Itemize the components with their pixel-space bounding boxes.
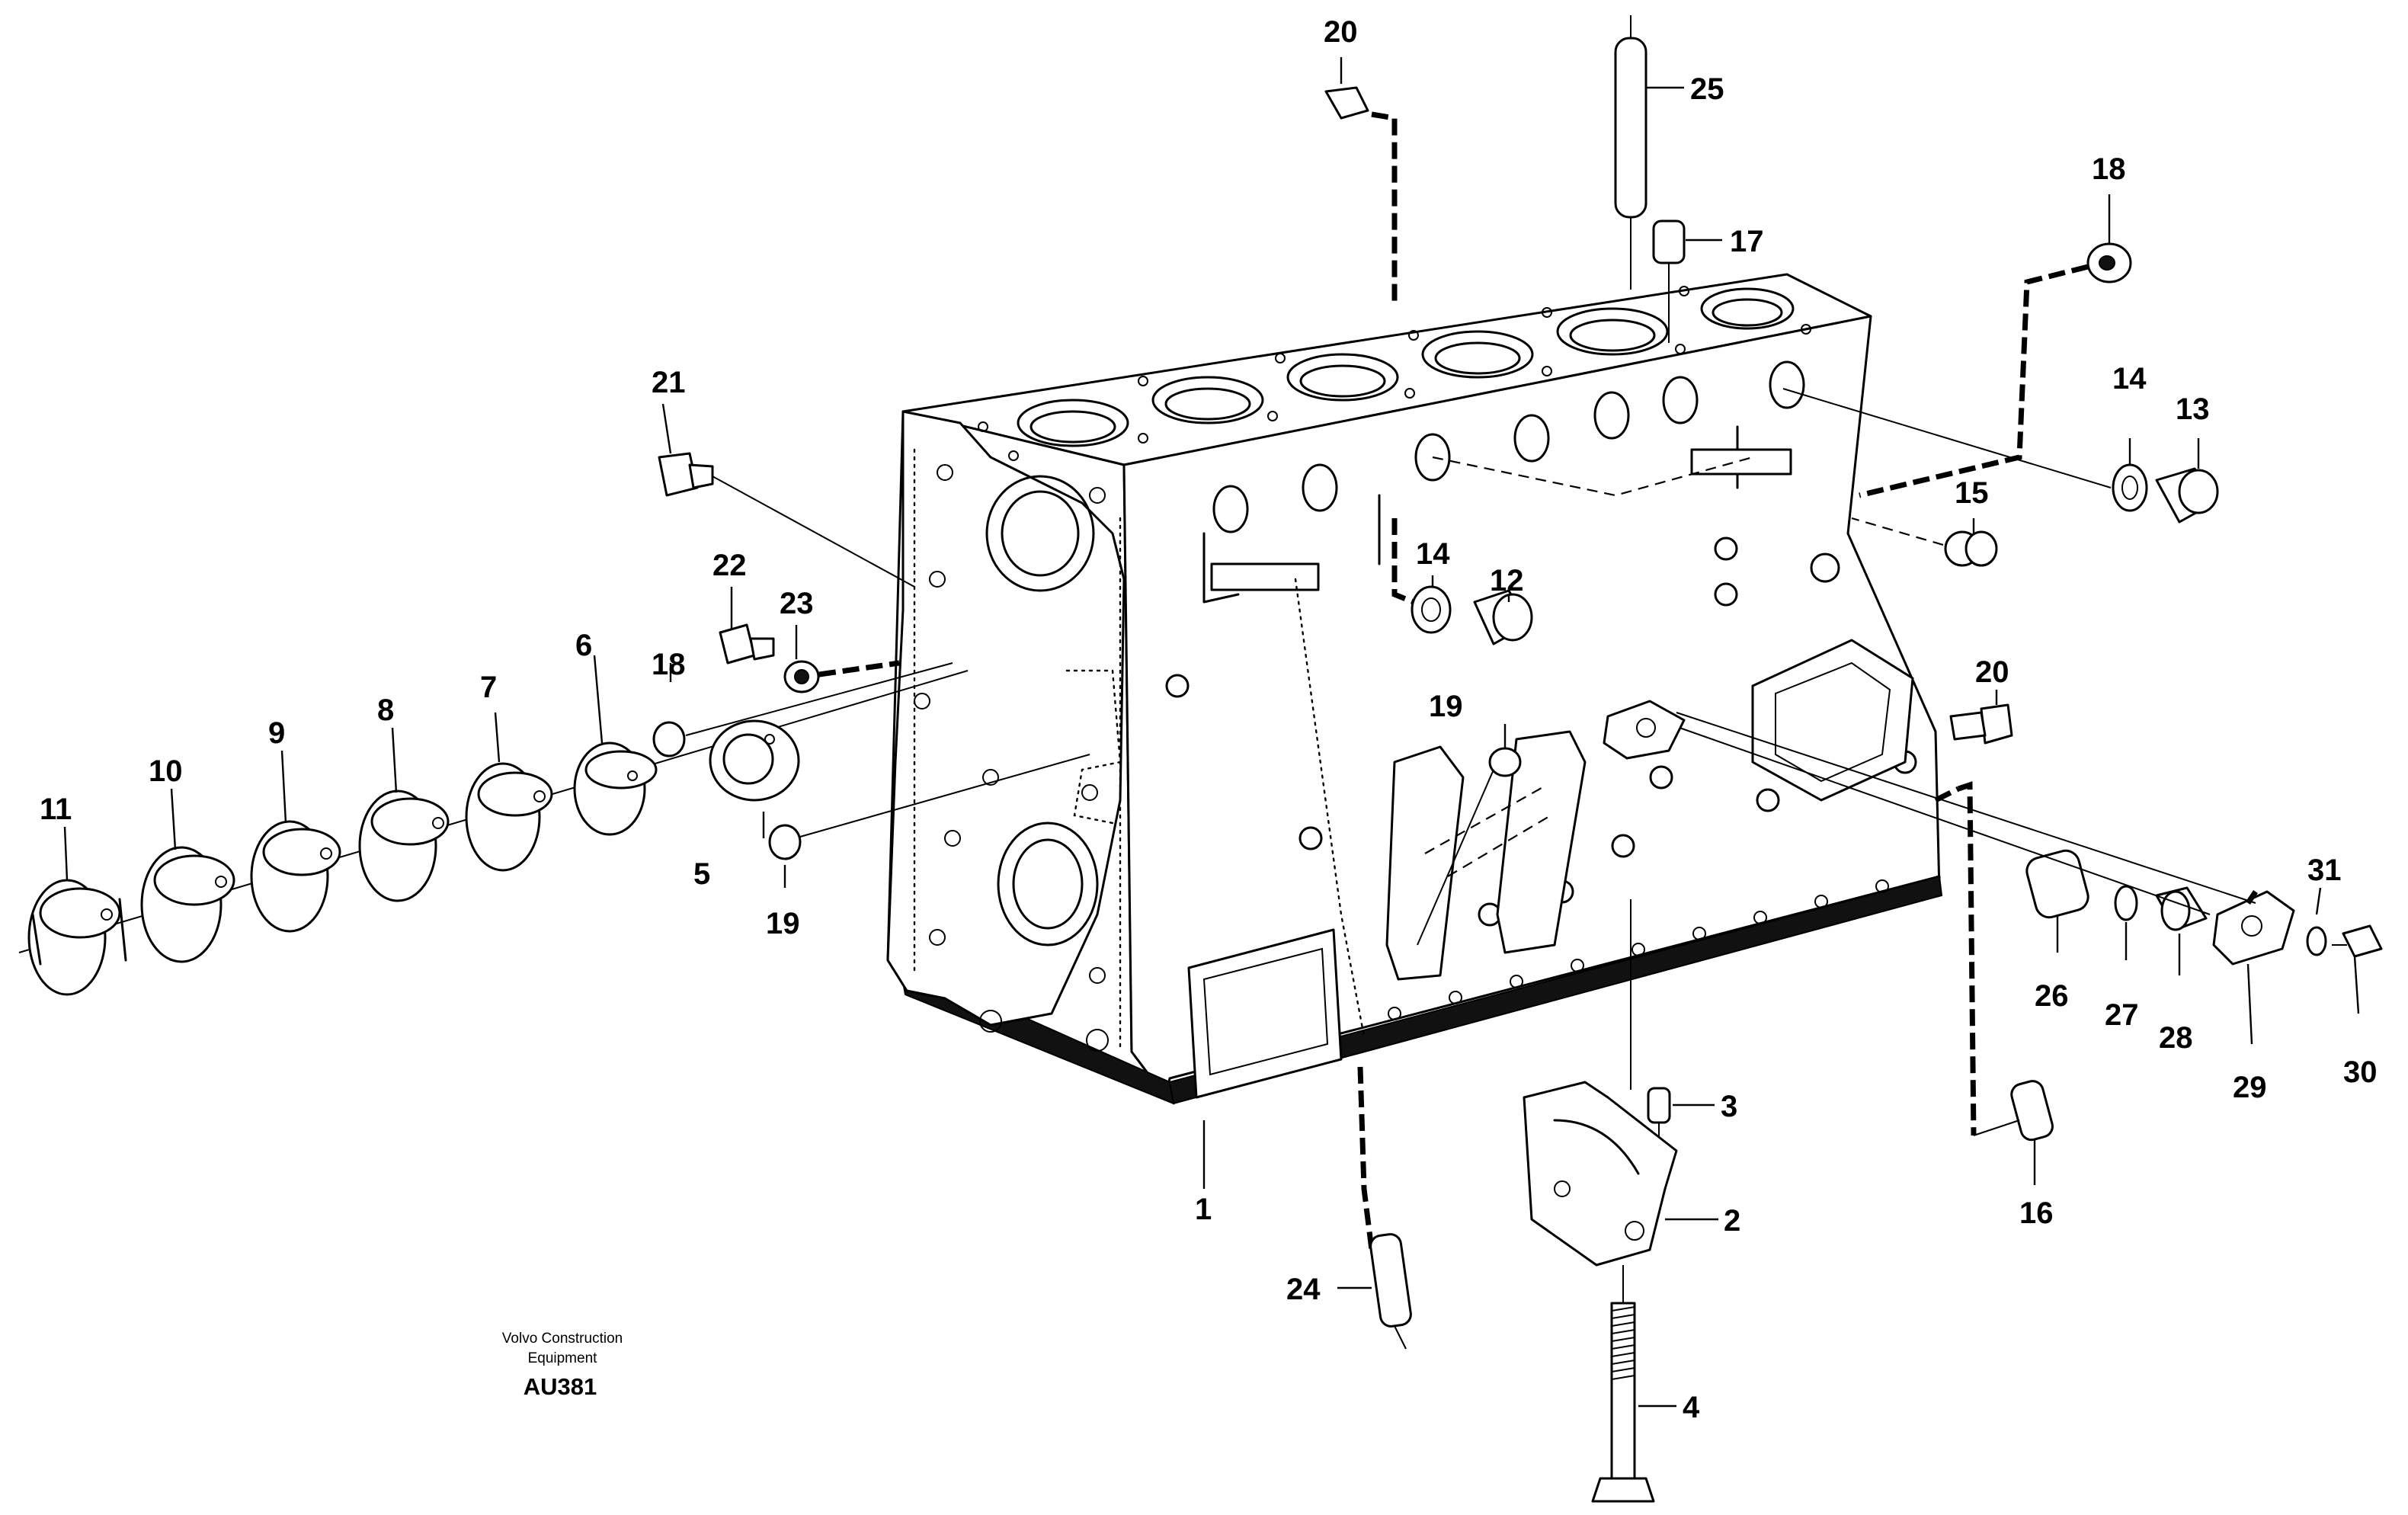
callout-4: 4	[1683, 1391, 1700, 1424]
callout-15: 15	[1955, 476, 1989, 510]
callout-13: 13	[2176, 392, 2210, 426]
callout-3: 3	[1721, 1090, 1737, 1123]
callout-9: 9	[268, 716, 285, 750]
callout-19a: 19	[1429, 690, 1463, 723]
callout-20a: 20	[1324, 15, 1358, 49]
caption-code: AU381	[524, 1373, 597, 1400]
hardware	[658, 15, 2383, 1503]
callout-28: 28	[2159, 1021, 2193, 1055]
callout-18b: 18	[652, 648, 686, 681]
callout-14a: 14	[2112, 362, 2147, 396]
callout-23: 23	[780, 587, 814, 620]
caption-line1: Volvo Construction	[502, 1331, 623, 1347]
callout-10: 10	[149, 754, 183, 788]
callout-12: 12	[1490, 564, 1524, 597]
callout-20b: 20	[1975, 655, 2009, 689]
callout-5: 5	[693, 857, 710, 891]
callout-18a: 18	[2092, 152, 2126, 186]
callout-21: 21	[652, 366, 686, 399]
callout-7: 7	[480, 671, 497, 704]
callout-16: 16	[2019, 1196, 2054, 1230]
callout-17: 17	[1730, 225, 1764, 258]
callout-27: 27	[2105, 998, 2139, 1032]
callout-22: 22	[712, 549, 747, 582]
callout-11: 11	[40, 793, 72, 826]
cylinder-block	[886, 273, 1943, 1105]
callout-19b: 19	[766, 907, 800, 940]
callout-24: 24	[1286, 1273, 1321, 1306]
callout-31: 31	[2307, 854, 2342, 887]
callout-30: 30	[2343, 1055, 2378, 1089]
callout-8: 8	[377, 693, 394, 727]
leader-lines	[63, 57, 2360, 1408]
callout-6: 6	[575, 629, 592, 662]
callout-1: 1	[1195, 1193, 1212, 1226]
callout-labels: 1 2 3 4 5 6 7 8 9 10 11 12 13 14 14 15 1…	[40, 15, 2378, 1424]
callout-25: 25	[1690, 72, 1724, 106]
callout-2: 2	[1724, 1204, 1740, 1238]
main-bearing-shells	[18, 662, 1090, 996]
callout-14b: 14	[1416, 537, 1450, 571]
caption: Volvo Construction Equipment AU381	[502, 1331, 623, 1400]
callout-29: 29	[2233, 1071, 2267, 1104]
callout-26: 26	[2035, 979, 2069, 1013]
caption-line2: Equipment	[528, 1350, 598, 1366]
